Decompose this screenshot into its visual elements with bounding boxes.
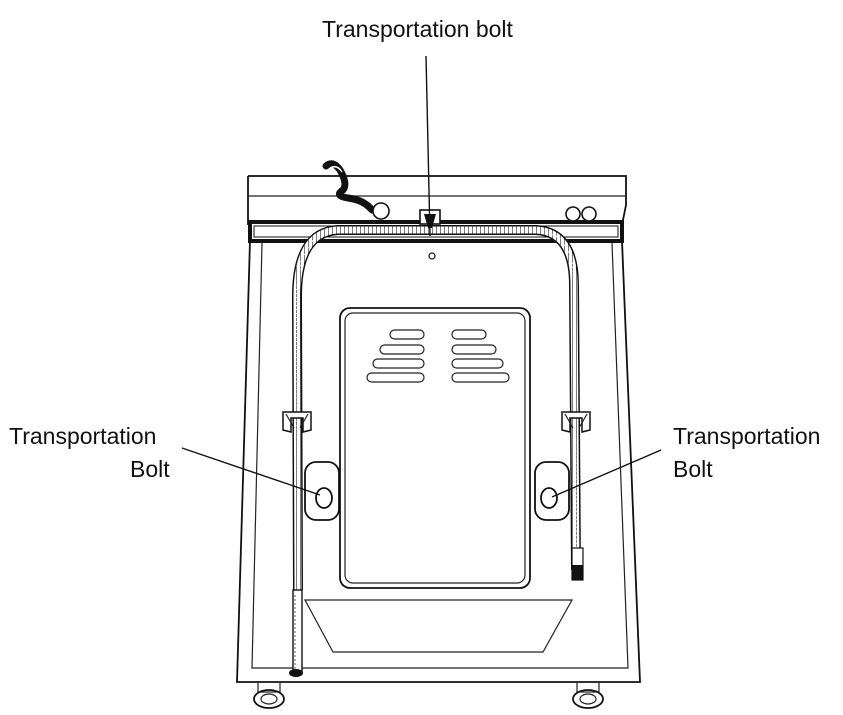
lower-panel	[303, 599, 574, 653]
label-right-line2: Bolt	[673, 456, 713, 482]
label-left-line2: Bolt	[130, 456, 170, 482]
foot-left	[253, 681, 285, 709]
water-inlets	[565, 206, 597, 222]
leader-line-top	[425, 55, 431, 237]
left-bolt-boss	[304, 461, 340, 521]
label-right-line1: Transportation	[673, 423, 820, 449]
power-cord	[322, 160, 390, 220]
hose-clip-left	[282, 411, 312, 433]
hose-clip-right	[561, 411, 591, 433]
foot-right	[572, 681, 604, 709]
cabinet	[236, 175, 641, 683]
back-panel	[339, 307, 531, 589]
leader-line-left	[181, 447, 321, 496]
label-left-line1: Transportation	[9, 423, 156, 449]
label-top: Transportation bolt	[322, 16, 514, 42]
leader-line-right	[551, 449, 662, 498]
drain-hose	[289, 225, 584, 677]
right-bolt-boss	[534, 461, 570, 521]
